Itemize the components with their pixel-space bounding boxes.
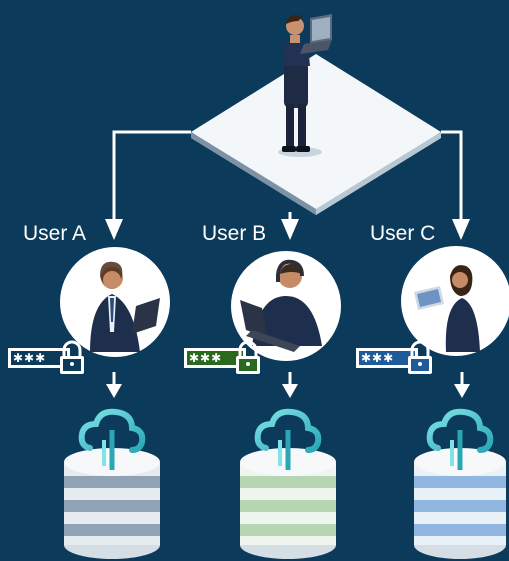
server-c <box>414 408 506 559</box>
user-b-avatar <box>231 251 341 361</box>
arrows-lower <box>106 372 470 398</box>
user-b-label: User B <box>202 222 267 245</box>
password-lock-icon <box>60 340 84 374</box>
password-lock-icon <box>236 340 260 374</box>
password-mask-b: ✱✱✱ <box>189 351 223 365</box>
user-a-avatar <box>60 247 170 357</box>
arrow-down-icon <box>105 219 123 240</box>
user-a-label: User A <box>23 222 87 245</box>
arrow-down-icon <box>282 384 298 398</box>
central-platform <box>191 54 441 215</box>
server-b <box>240 408 336 559</box>
password-lock-icon <box>408 340 432 374</box>
arrow-heads-top <box>105 219 470 240</box>
admin-with-laptop-icon <box>278 14 332 157</box>
businessman-with-tablet-icon <box>90 261 160 352</box>
support-agent-with-headset-icon <box>240 259 322 352</box>
password-badge-a <box>8 340 84 374</box>
connectors <box>112 130 463 219</box>
cloud-icon <box>426 408 494 470</box>
arrow-down-icon <box>106 384 122 398</box>
password-badge-b <box>184 340 260 374</box>
user-c-label: User C <box>370 222 436 245</box>
arrow-down-icon <box>454 384 470 398</box>
user-c-avatar <box>401 246 509 356</box>
cloud-icon <box>254 408 322 470</box>
woman-with-tablet-icon <box>414 265 480 352</box>
password-mask-c: ✱✱✱ <box>361 351 395 365</box>
password-badge-c <box>356 340 432 374</box>
password-mask-a: ✱✱✱ <box>13 351 47 365</box>
server-a <box>64 408 160 559</box>
arrow-down-icon <box>452 219 470 240</box>
cloud-icon <box>78 408 146 470</box>
server-icon <box>64 448 160 559</box>
arrow-down-icon <box>281 219 299 240</box>
